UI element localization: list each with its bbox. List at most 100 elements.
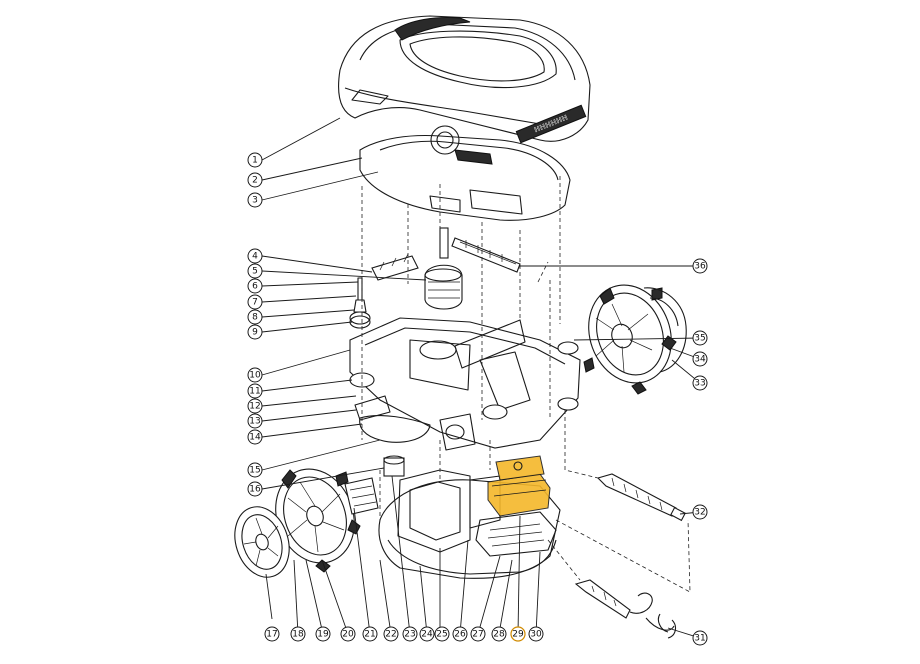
callout-8[interactable]: 8 — [247, 309, 263, 325]
callout-11[interactable]: 11 — [247, 383, 263, 399]
callout-circle[interactable] — [383, 626, 399, 642]
right-wheel[interactable] — [575, 273, 687, 395]
callout-16[interactable]: 16 — [247, 481, 263, 497]
highlighted-part-29[interactable] — [487, 455, 551, 517]
callout-label: 1 — [252, 156, 258, 166]
callout-circle[interactable] — [247, 462, 263, 478]
callout-label: 11 — [249, 387, 260, 397]
callout-21[interactable]: 21 — [362, 626, 378, 642]
callout-label: 15 — [249, 466, 260, 476]
callout-circle[interactable] — [247, 172, 263, 188]
callout-28[interactable]: 28 — [491, 626, 507, 642]
callout-1[interactable]: 1 — [247, 152, 263, 168]
callout-34[interactable]: 34 — [692, 351, 708, 367]
callout-33[interactable]: 33 — [692, 375, 708, 391]
callout-5[interactable]: 5 — [247, 263, 263, 279]
callout-label: 29 — [512, 630, 524, 640]
callout-circle[interactable] — [247, 263, 263, 279]
callout-circle[interactable] — [247, 278, 263, 294]
callout-24[interactable]: 24 — [419, 626, 435, 642]
callout-20[interactable]: 20 — [340, 626, 356, 642]
callout-circle[interactable] — [247, 398, 263, 414]
callout-circle[interactable] — [470, 626, 486, 642]
callout-23[interactable]: 23 — [402, 626, 418, 642]
callout-18[interactable]: 18 — [290, 626, 306, 642]
callout-label: 28 — [493, 630, 505, 640]
callout-circle[interactable] — [247, 324, 263, 340]
callout-label: 7 — [252, 298, 258, 308]
callout-circle[interactable] — [692, 330, 708, 346]
callout-circle[interactable] — [340, 626, 356, 642]
callout-circle[interactable] — [290, 626, 306, 642]
callout-circle[interactable] — [510, 626, 526, 642]
callout-35[interactable]: 35 — [692, 330, 708, 346]
callout-label: 14 — [249, 433, 261, 443]
callout-29[interactable]: 29 — [510, 626, 526, 642]
callout-circle[interactable] — [247, 309, 263, 325]
callout-circle[interactable] — [247, 413, 263, 429]
motor-assembly[interactable] — [349, 227, 463, 329]
callout-13[interactable]: 13 — [247, 413, 263, 429]
callout-circle[interactable] — [692, 504, 708, 520]
left-wheel[interactable] — [226, 458, 379, 584]
callout-15[interactable]: 15 — [247, 462, 263, 478]
callout-17[interactable]: 17 — [264, 626, 280, 642]
callout-circle[interactable] — [434, 626, 450, 642]
callout-circle[interactable] — [247, 152, 263, 168]
callout-circle[interactable] — [247, 367, 263, 383]
top-cover[interactable]: ℍℍℍℍℍℍ — [337, 15, 591, 144]
callout-circle[interactable] — [247, 248, 263, 264]
callout-circle[interactable] — [419, 626, 435, 642]
callout-circle[interactable] — [452, 626, 468, 642]
callout-circle[interactable] — [247, 294, 263, 310]
callout-26[interactable]: 26 — [452, 626, 468, 642]
leader-lines — [261, 117, 701, 639]
callout-circle[interactable] — [692, 375, 708, 391]
callout-circle[interactable] — [692, 630, 708, 646]
callout-6[interactable]: 6 — [247, 278, 263, 294]
callout-label: 25 — [436, 630, 447, 640]
callout-circle[interactable] — [692, 351, 708, 367]
callout-label: 10 — [249, 371, 261, 381]
callout-label: 21 — [364, 630, 375, 640]
battery-rod[interactable] — [451, 237, 521, 273]
callout-4[interactable]: 4 — [247, 248, 263, 264]
callout-circle[interactable] — [528, 626, 544, 642]
callout-circle[interactable] — [247, 192, 263, 208]
callout-circle[interactable] — [491, 626, 507, 642]
callout-25[interactable]: 25 — [434, 626, 450, 642]
callout-circle[interactable] — [247, 383, 263, 399]
callout-2[interactable]: 2 — [247, 172, 263, 188]
callout-label: 26 — [454, 630, 466, 640]
callout-label: 3 — [252, 196, 258, 206]
callout-30[interactable]: 30 — [528, 626, 544, 642]
callout-label: 33 — [694, 379, 705, 389]
callout-label: 27 — [472, 630, 483, 640]
callout-31[interactable]: 31 — [692, 630, 708, 646]
callout-9[interactable]: 9 — [247, 324, 263, 340]
callout-12[interactable]: 12 — [247, 398, 263, 414]
callout-label: 31 — [694, 634, 705, 644]
mid-chassis[interactable] — [359, 125, 571, 221]
callout-circle[interactable] — [264, 626, 280, 642]
callout-14[interactable]: 14 — [247, 429, 263, 445]
callout-circle[interactable] — [315, 626, 331, 642]
callout-22[interactable]: 22 — [383, 626, 399, 642]
callout-36[interactable]: 36 — [692, 258, 708, 274]
callout-circle[interactable] — [362, 626, 378, 642]
callout-10[interactable]: 10 — [247, 367, 263, 383]
callout-circle[interactable] — [247, 481, 263, 497]
charging-cable[interactable] — [574, 473, 686, 639]
callout-circle[interactable] — [402, 626, 418, 642]
callout-circle[interactable] — [247, 429, 263, 445]
callout-circle[interactable] — [692, 258, 708, 274]
main-chassis[interactable] — [349, 317, 581, 451]
callout-27[interactable]: 27 — [470, 626, 486, 642]
callout-19[interactable]: 19 — [315, 626, 331, 642]
callout-3[interactable]: 3 — [247, 192, 263, 208]
callout-7[interactable]: 7 — [247, 294, 263, 310]
callout-label: 13 — [249, 417, 260, 427]
callout-32[interactable]: 32 — [692, 504, 708, 520]
callout-label: 23 — [404, 630, 415, 640]
